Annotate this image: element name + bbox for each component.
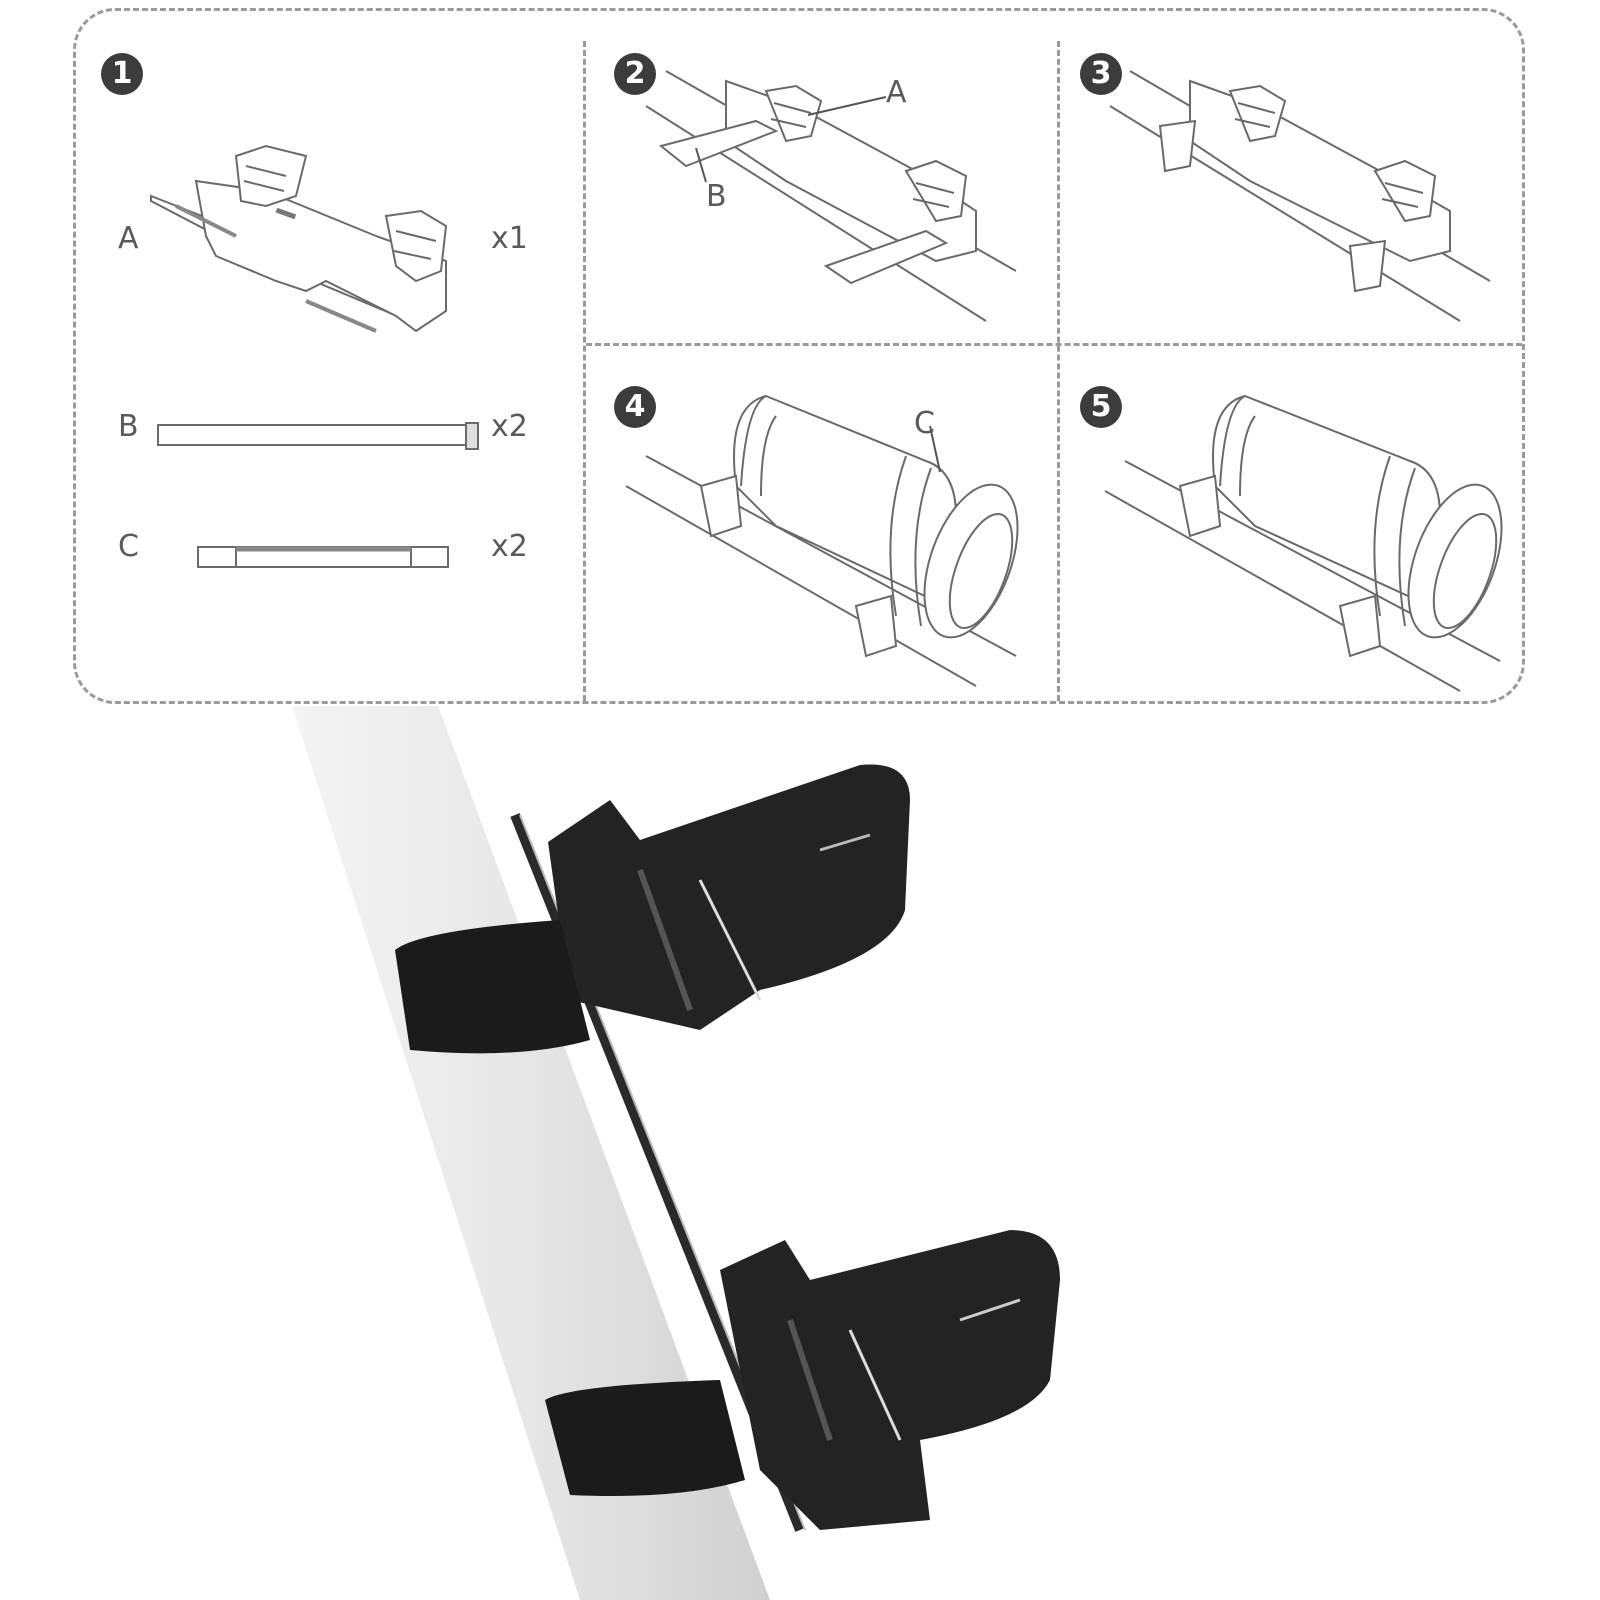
strap-illustration — [196, 545, 456, 571]
bracket-illustration — [146, 141, 476, 341]
step-4-cell: 4 C — [586, 346, 1057, 701]
step-1-cell: 1 A x1 B x2 C x2 — [76, 11, 583, 701]
rod-illustration — [156, 423, 486, 449]
step-5-badge: 5 — [1080, 386, 1122, 428]
part-c-quantity: x2 — [491, 529, 528, 564]
instruction-panel: 1 A x1 B x2 C x2 2 — [73, 8, 1525, 704]
step-3-cell: 3 — [1060, 11, 1528, 343]
step-3-illustration — [1090, 66, 1510, 326]
step-4-label-c: C — [914, 406, 935, 441]
step-1-badge: 1 — [101, 53, 143, 95]
label-c-leader-line — [928, 424, 948, 474]
lower-strap — [545, 1230, 1060, 1530]
step-5-illustration — [1105, 376, 1525, 696]
divider-horizontal — [586, 343, 1522, 346]
label-a-leader-line — [808, 93, 888, 123]
part-c-letter: C — [118, 529, 139, 564]
step-4-illustration — [626, 376, 1046, 696]
step-5-cell: 5 — [1060, 346, 1528, 701]
label-b-leader-line — [694, 146, 714, 186]
step-3-badge: 3 — [1080, 53, 1122, 95]
step-4-badge: 4 — [614, 386, 656, 428]
part-a-letter: A — [118, 221, 139, 256]
divider-vertical-1 — [583, 41, 586, 701]
product-photo — [292, 706, 1060, 1600]
white-pole — [292, 706, 770, 1600]
part-b-letter: B — [118, 409, 139, 444]
upper-strap — [395, 764, 910, 1054]
part-b-quantity: x2 — [491, 409, 528, 444]
step-2-label-b: B — [706, 179, 727, 214]
step-2-illustration — [616, 61, 1036, 331]
step-2-badge: 2 — [614, 53, 656, 95]
part-a-quantity: x1 — [491, 221, 528, 256]
divider-vertical-2 — [1057, 41, 1060, 701]
step-2-label-a: A — [886, 75, 907, 110]
step-2-cell: 2 A B — [586, 11, 1057, 343]
